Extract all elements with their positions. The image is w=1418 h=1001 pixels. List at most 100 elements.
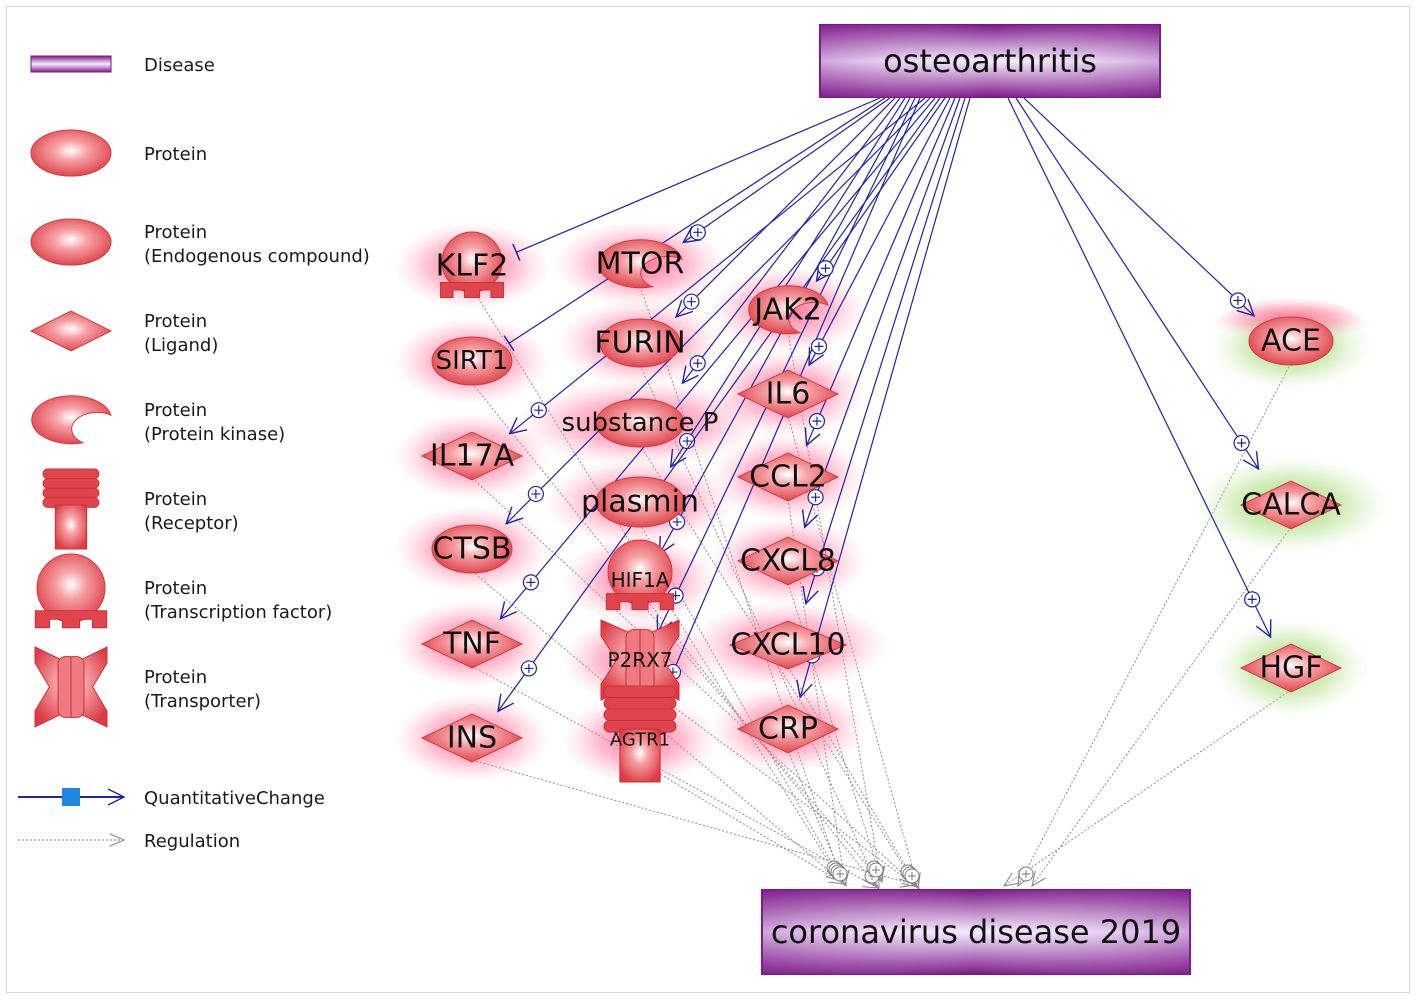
legend-item-disease: Disease [30, 55, 215, 76]
node-label-ccl2: CCL2 [749, 460, 827, 495]
node-label-ace: ACE [1261, 324, 1321, 359]
node-crp[interactable]: CRP [736, 704, 840, 754]
legend-item-transporter: Protein(Transporter) [34, 646, 261, 728]
legend-item-reg: Regulation [18, 831, 240, 852]
edge-ins [497, 97, 941, 713]
disease-coronavirus[interactable]: coronavirus disease 2019 [761, 889, 1191, 975]
disease-osteoarthritis[interactable]: osteoarthritis [819, 24, 1161, 98]
plus-icon [689, 355, 706, 372]
node-label-plasmin: plasmin [581, 485, 699, 520]
node-label-cxcl8: CXCL8 [740, 544, 836, 579]
plus-icon [522, 574, 539, 591]
node-label-klf2: KLF2 [436, 249, 509, 284]
legend-label: Protein [144, 667, 207, 688]
legend-sublabel: (Ligand) [144, 335, 218, 356]
edge-ace [1023, 97, 1256, 317]
node-label-il17a: IL17A [430, 439, 515, 474]
edge-mtor [682, 97, 891, 244]
legend-item-protein: Protein [30, 129, 207, 177]
legend-label: Protein [144, 144, 207, 165]
node-cxcl10[interactable]: CXCL10 [728, 620, 848, 670]
node-calca[interactable]: CALCA [1239, 480, 1343, 530]
plus-icon [527, 485, 544, 503]
node-label-cxcl10: CXCL10 [730, 628, 845, 663]
edge-tnf [499, 97, 936, 621]
node-label-hif1a: HIF1A [611, 568, 670, 592]
node-label-p2rx7: P2RX7 [607, 648, 672, 672]
regulation-edge-cxcl10 [787, 666, 920, 891]
legend-label: Protein [144, 222, 207, 243]
legend-label: Protein [144, 489, 207, 510]
legend-label: Protein [144, 400, 207, 421]
node-label-mtor: MTOR [596, 247, 685, 282]
node-ctsb[interactable]: CTSB [431, 524, 513, 574]
legend-item-receptor: Protein(Receptor) [42, 468, 239, 550]
plus-icon [679, 432, 696, 450]
plus-icon [689, 224, 706, 241]
plus-icon [810, 338, 828, 355]
node-plasmin[interactable]: plasmin [581, 476, 699, 528]
node-label-ctsb: CTSB [433, 532, 512, 567]
edge-substancep [681, 97, 901, 385]
regulation-plus-icon [868, 862, 884, 878]
edge-ctsb [505, 97, 931, 525]
node-hgf[interactable]: HGF [1239, 643, 1343, 693]
node-klf2[interactable]: KLF2 [436, 231, 509, 298]
node-il17a[interactable]: IL17A [420, 431, 524, 481]
node-ins[interactable]: INS [420, 713, 524, 763]
edge-jak2 [815, 97, 946, 283]
node-jak2[interactable]: JAK2 [748, 285, 829, 335]
node-cxcl8[interactable]: CXCL8 [736, 536, 840, 586]
legend-sublabel: (Protein kinase) [144, 424, 285, 445]
node-furin[interactable]: FURIN [594, 318, 686, 368]
node-il6[interactable]: IL6 [736, 369, 840, 419]
node-label-substancep: substance P [562, 408, 719, 438]
node-tnf[interactable]: TNF [420, 619, 524, 669]
legend-sublabel: (Transcription factor) [144, 602, 332, 623]
plus-icon [530, 402, 547, 419]
plus-icon [1229, 292, 1247, 309]
plus-icon [817, 260, 834, 277]
node-label-calca: CALCA [1241, 488, 1341, 523]
node-ccl2[interactable]: CCL2 [736, 452, 840, 502]
node-hif1a[interactable]: HIF1A [605, 539, 675, 611]
node-label-ins: INS [447, 721, 497, 756]
legend-item-kinase: Protein (Protein kinase) [31, 395, 285, 445]
edge-klf2 [512, 97, 881, 261]
legend-label: Protein [144, 578, 207, 599]
node-substancep[interactable]: substance P [562, 398, 719, 448]
regulation-edge-hgf [1002, 689, 1292, 887]
legend-item-quant: QuantitativeChange [18, 788, 325, 809]
edge-ccl2 [804, 97, 956, 447]
legend-label: Disease [144, 55, 215, 76]
plus-icon [520, 660, 538, 677]
node-mtor[interactable]: MTOR [596, 239, 685, 289]
regulation-edge-crp [787, 750, 847, 888]
node-ace[interactable]: ACE [1248, 316, 1334, 366]
edge-p2rx7 [656, 97, 916, 635]
legend-item-ligand: Protein (Ligand) [29, 310, 218, 356]
edge-plasmin [669, 97, 906, 469]
legend-label: Protein [144, 311, 207, 332]
edge-crp [796, 97, 971, 699]
node-label-tnf: TNF [442, 627, 501, 662]
regulation-plus-icon [832, 866, 848, 882]
legend-item-tf: Protein (Transcription factor) [34, 553, 332, 629]
edge-furin [674, 97, 896, 319]
edge-cxcl8 [801, 97, 961, 529]
node-p2rx7[interactable]: P2RX7 [600, 619, 680, 701]
edge-il17a [508, 97, 926, 435]
regulation-plus-icon [904, 868, 920, 884]
regulation-edge-tnf [471, 665, 880, 889]
regulation-edge-ins [471, 759, 917, 888]
node-sirt1[interactable]: SIRT1 [431, 336, 513, 386]
plus-icon [683, 293, 700, 310]
node-label-crp: CRP [758, 712, 818, 747]
plus-icon [1244, 591, 1261, 608]
node-agtr1[interactable]: AGTR1 [603, 685, 677, 783]
edge-cxcl10 [802, 97, 966, 606]
legend-item-endogenous: Protein(Endogenous compound) [30, 218, 370, 267]
node-label-agtr1: AGTR1 [610, 730, 670, 751]
